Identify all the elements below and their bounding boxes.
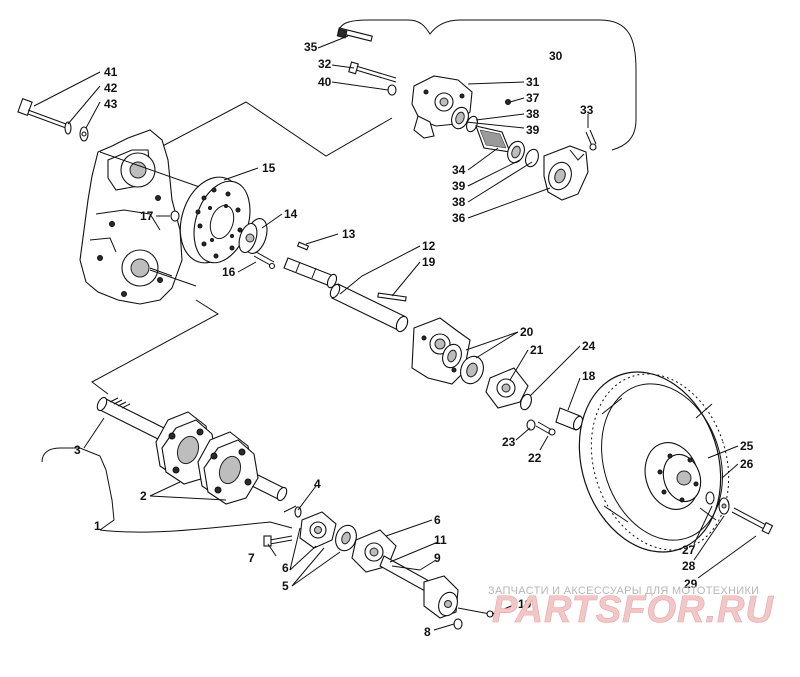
watermark: ЗАПЧАСТИ И АКСЕССУАРЫ ДЛЯ МОТОТЕХНИКИ PA… (488, 585, 774, 631)
washer-27 (705, 491, 715, 505)
stub-shaft (283, 257, 338, 289)
callout-4: 4 (314, 477, 321, 491)
callout-5: 5 (282, 579, 289, 593)
callout-21: 21 (530, 343, 544, 357)
callout-12: 12 (422, 239, 436, 253)
bolt-22 (535, 421, 556, 436)
bolt-10 (457, 607, 494, 618)
caliper-body-36 (543, 145, 589, 201)
callout-18: 18 (582, 369, 596, 383)
bearing-20 (442, 343, 484, 385)
brake-pad-34 (475, 125, 511, 153)
callout-29: 29 (684, 577, 698, 591)
fitting-33 (585, 129, 597, 151)
callout-27: 27 (682, 543, 696, 557)
callout-40: 40 (318, 75, 332, 89)
callout-36: 36 (452, 211, 466, 225)
callout-24: 24 (582, 339, 596, 353)
nut-8 (453, 618, 463, 630)
callout-11: 11 (434, 533, 447, 547)
brake-disc (179, 176, 251, 264)
bolt-7 (263, 535, 293, 547)
callout-3: 3 (74, 443, 81, 457)
callout-labels: 41 42 43 35 32 40 30 31 37 38 39 33 34 3… (74, 40, 754, 639)
watermark-brand: PARTSFOR.RU (492, 589, 774, 631)
flange-21 (485, 367, 529, 409)
callout-42: 42 (104, 81, 118, 95)
callout-16: 16 (222, 265, 236, 279)
callout-30: 30 (549, 49, 563, 63)
callout-6-left: 6 (282, 561, 289, 575)
bolt-41-assembly (17, 98, 89, 142)
callout-22: 22 (528, 451, 542, 465)
bolt-29 (731, 507, 774, 535)
brake-hub (238, 218, 268, 254)
bearing-flange-lower (299, 511, 357, 552)
callout-6-right: 6 (434, 513, 441, 527)
bolt-32 (348, 61, 397, 83)
callout-1: 1 (94, 519, 101, 533)
callout-31: 31 (526, 75, 540, 89)
chain-case-housing (79, 129, 183, 305)
seal-4 (283, 505, 302, 518)
pin-19 (377, 292, 407, 302)
callout-7: 7 (248, 551, 255, 565)
track-sprocket-2 (197, 431, 259, 505)
drive-drum-25 (578, 371, 730, 553)
callout-38-lower: 38 (452, 195, 466, 209)
callout-39-upper: 39 (526, 123, 540, 137)
track-sprocket-1 (155, 411, 217, 485)
callout-35: 35 (304, 40, 318, 54)
callout-9: 9 (434, 551, 441, 565)
callout-38-upper: 38 (526, 107, 540, 121)
callout-34: 34 (452, 163, 466, 177)
washer-23 (526, 419, 536, 431)
callout-13: 13 (342, 227, 356, 241)
callout-39-lower: 39 (452, 179, 466, 193)
callout-37: 37 (526, 91, 540, 105)
nut-17 (170, 210, 180, 222)
callout-8: 8 (424, 625, 431, 639)
callout-43: 43 (104, 97, 118, 111)
watermark-caption: ЗАПЧАСТИ И АКСЕССУАРЫ ДЛЯ МОТОТЕХНИКИ (488, 585, 759, 597)
spacer-18 (555, 407, 584, 431)
leader-lines (33, 35, 757, 631)
callout-26: 26 (740, 457, 754, 471)
callout-33: 33 (580, 103, 594, 117)
callout-41: 41 (104, 65, 118, 79)
washer-40 (387, 84, 397, 96)
group-bracket-lines (41, 19, 637, 533)
ring-24 (520, 393, 532, 411)
callout-15: 15 (262, 161, 276, 175)
callout-32: 32 (318, 57, 332, 71)
callout-10: 10 (518, 597, 532, 611)
callout-19: 19 (422, 255, 436, 269)
bearing-cap-lower (423, 575, 459, 619)
callout-14: 14 (284, 207, 298, 221)
bolt-16 (253, 251, 276, 270)
callout-17: 17 (140, 209, 154, 223)
axle-tube (329, 283, 409, 333)
pin-35 (336, 27, 373, 42)
callout-23: 23 (502, 435, 516, 449)
key-13 (296, 241, 310, 251)
bleeder-37 (505, 99, 511, 105)
piston-38-39-lower (507, 140, 539, 168)
callout-20: 20 (520, 325, 534, 339)
callout-2: 2 (140, 489, 147, 503)
callout-28: 28 (682, 559, 696, 573)
callout-25: 25 (740, 439, 754, 453)
